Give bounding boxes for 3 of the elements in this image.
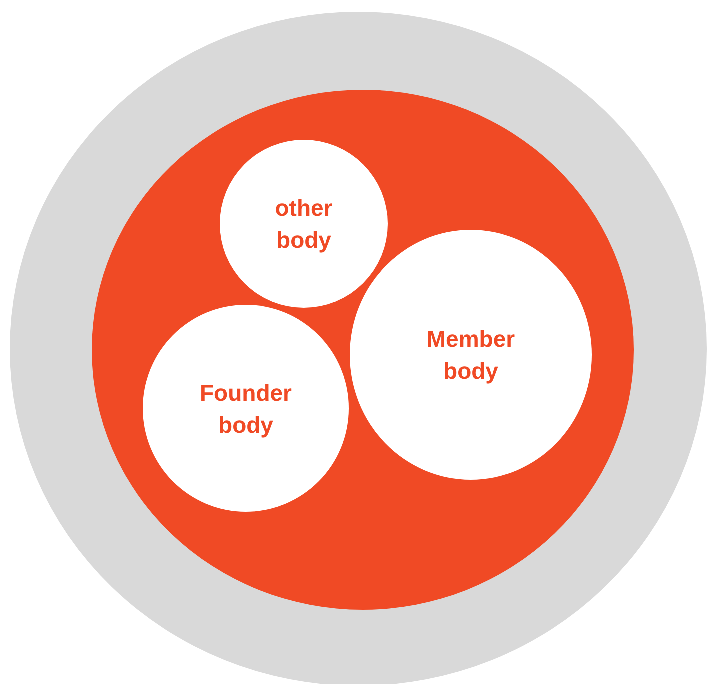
circle-label: Member body xyxy=(426,325,516,386)
circle-label: Founder body xyxy=(199,378,293,440)
circle-label: other body xyxy=(274,194,334,255)
